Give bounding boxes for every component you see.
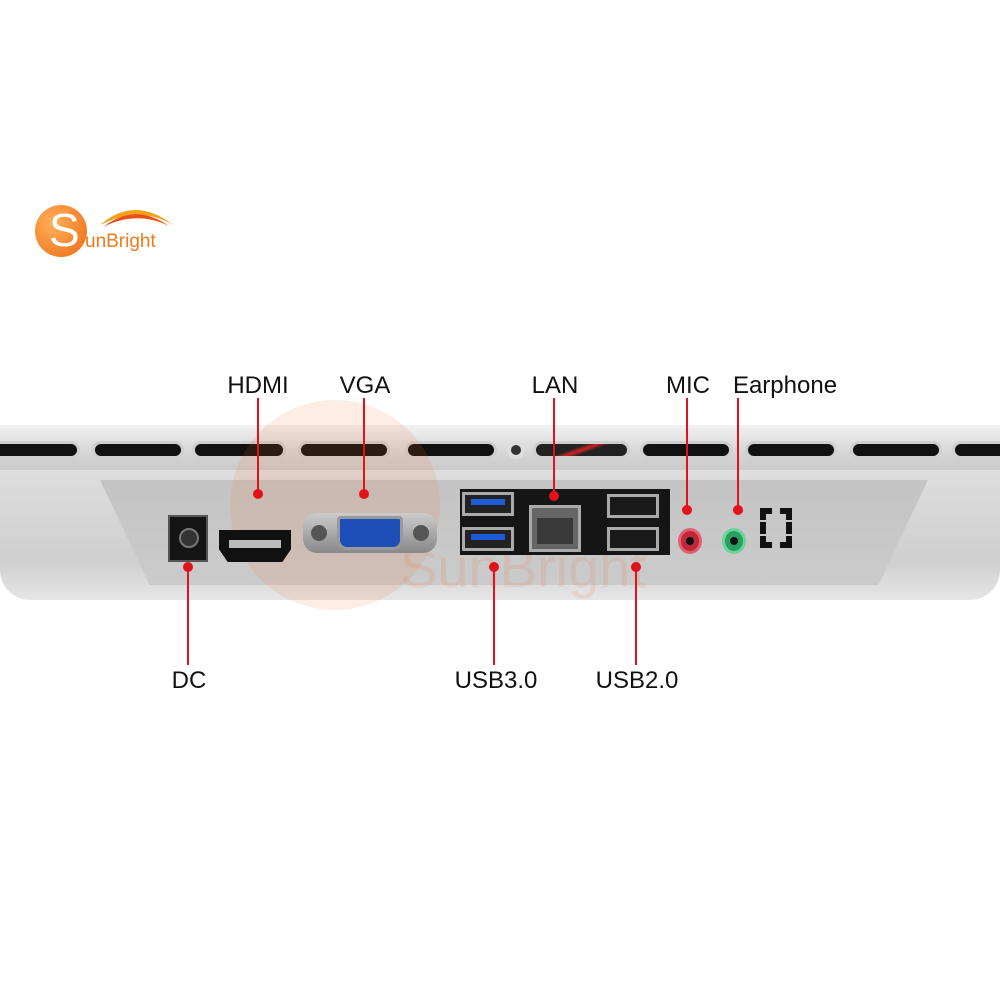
sunbright-logo: S unBright [35,200,175,260]
vga-port[interactable] [303,513,437,553]
label-usb30: USB3.0 [454,667,538,694]
vent [952,441,1000,459]
vga-pointer [363,398,365,494]
label-usb20: USB2.0 [595,667,679,694]
hdmi-port[interactable] [219,530,291,562]
vent [533,441,630,459]
mic-jack[interactable] [678,528,702,554]
usb20-pointer [635,567,637,665]
dc-pointer [187,567,189,665]
label-dc: DC [171,667,207,694]
vga-dot [359,489,369,499]
label-hdmi: HDMI [227,372,289,399]
logo-circle [35,205,87,257]
mic-dot [682,505,692,515]
earphone-dot [733,505,743,515]
screw-hole [507,441,525,459]
earphone-jack[interactable] [722,528,746,554]
lan-dot [549,491,559,501]
hdmi-pointer [257,398,259,494]
label-earphone: Earphone [732,372,838,399]
logo-text: unBright [85,231,156,252]
usb3-port-1[interactable] [462,492,514,516]
vent [92,441,184,459]
label-lan: LAN [531,372,579,399]
usb3-port-2[interactable] [462,527,514,551]
lan-pointer [553,398,555,494]
vent [850,441,942,459]
vent [192,441,286,459]
mic-pointer [686,398,688,510]
watermark [230,400,440,610]
logo-swoosh-icon [100,210,173,227]
label-vga: VGA [339,372,391,399]
usb2-port-1[interactable] [607,494,659,518]
lan-port[interactable] [529,505,581,552]
dc-port[interactable] [168,515,208,562]
usb2-port-2[interactable] [607,527,659,551]
vent [405,441,497,459]
vent [298,441,390,459]
earphone-pointer [737,398,739,510]
vent [745,441,837,459]
hdmi-dot [253,489,263,499]
logo-initial: S [49,204,80,256]
kensington-lock-icon [760,508,792,548]
usb30-pointer [493,567,495,665]
label-mic: MIC [666,372,710,399]
vent [0,441,80,459]
